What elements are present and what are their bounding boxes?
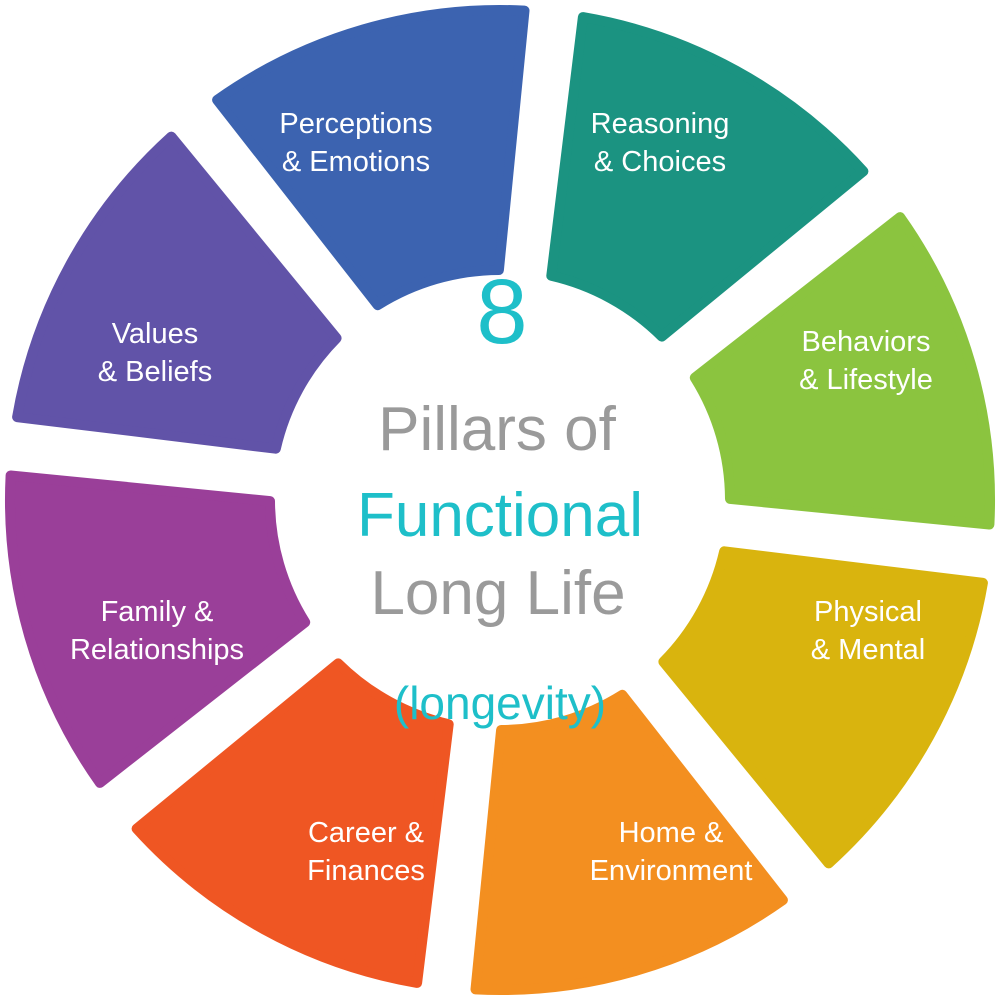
pillar-physical-mental: Physical & Mental <box>658 546 988 869</box>
pillar-label-line1: Values <box>112 318 199 350</box>
pillar-behaviors-lifestyle: Behaviors & Lifestyle <box>689 212 995 530</box>
pillar-label-line2: Finances <box>307 855 425 887</box>
pillar-segment-shape <box>131 658 454 988</box>
pillar-label-line2: & Beliefs <box>98 356 212 388</box>
pillar-segment-shape <box>689 212 995 530</box>
center-line-long-life: Long Life <box>370 559 625 628</box>
pillar-segment-shape <box>470 689 788 995</box>
pillar-label-line2: & Choices <box>594 146 726 178</box>
pillar-segment-shape <box>546 12 869 342</box>
pillar-home-environment: Home & Environment <box>470 689 788 995</box>
pillar-label-line1: Career & <box>308 817 424 849</box>
pillar-segment-shape <box>212 5 530 311</box>
pillar-label-line2: & Mental <box>811 634 925 666</box>
pillar-segments: Perceptions & Emotions Reasoning & ChoicesB… <box>5 5 995 995</box>
center-title: 8 Pillars of Functional Long Life (longe… <box>357 261 643 729</box>
pillar-segment-shape <box>5 470 311 788</box>
center-line-pillars-of: Pillars of <box>378 395 617 464</box>
pillar-label-line1: Perceptions <box>279 108 432 140</box>
pillar-label-line1: Home & <box>619 817 724 849</box>
pillar-label-line1: Behaviors <box>802 326 931 358</box>
pillar-label-line1: Physical <box>814 596 922 628</box>
pillar-label-line1: Reasoning <box>591 108 730 140</box>
pillar-label-line1: Family & <box>101 596 214 628</box>
pillar-label-line2: & Lifestyle <box>799 364 933 396</box>
pillar-values-beliefs: Values & Beliefs <box>12 131 342 454</box>
pillar-family-relationships: Family & Relationships <box>5 470 311 788</box>
pillar-label-line2: Relationships <box>70 634 244 666</box>
pillar-career-finances: Career & Finances <box>131 658 454 988</box>
center-number: 8 <box>476 261 527 363</box>
pillar-label-line2: & Emotions <box>282 146 430 178</box>
pillar-segment-shape <box>658 546 988 869</box>
center-subtitle: (longevity) <box>394 677 606 729</box>
pillar-reasoning-choices: Reasoning & Choices <box>546 12 869 342</box>
pillar-label-line2: Environment <box>590 855 753 887</box>
pillar-segment-shape <box>12 131 342 454</box>
pillar-perceptions-emotions: Perceptions & Emotions <box>212 5 530 311</box>
center-line-functional: Functional <box>357 481 643 550</box>
